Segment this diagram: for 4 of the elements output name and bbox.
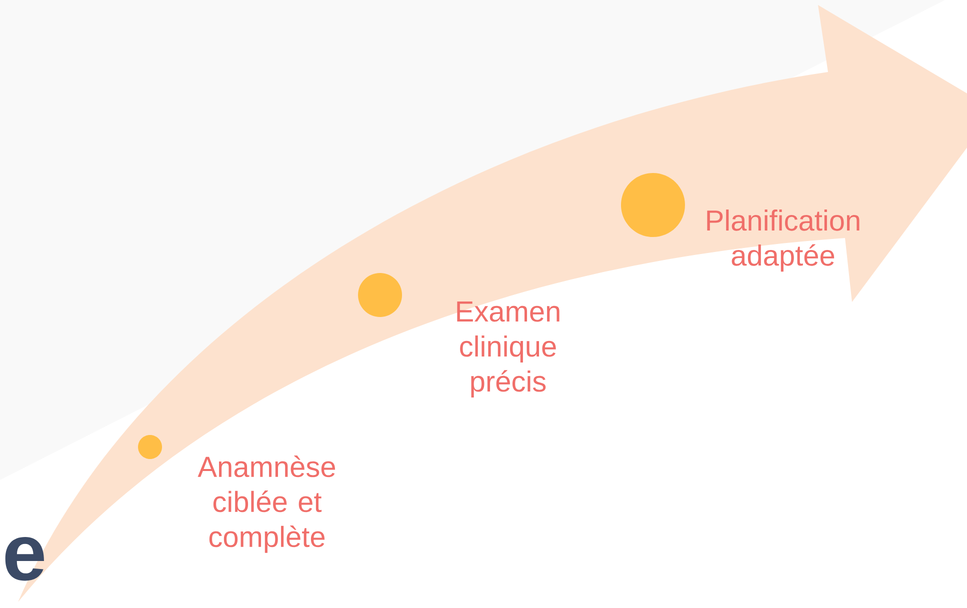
- step-label: Examen clinique précis: [457, 302, 560, 398]
- step-label: Anamnèse ciblée et complète: [198, 456, 336, 553]
- step-label: Planification adaptée: [707, 210, 860, 272]
- heading-fragment: e: [5, 536, 44, 581]
